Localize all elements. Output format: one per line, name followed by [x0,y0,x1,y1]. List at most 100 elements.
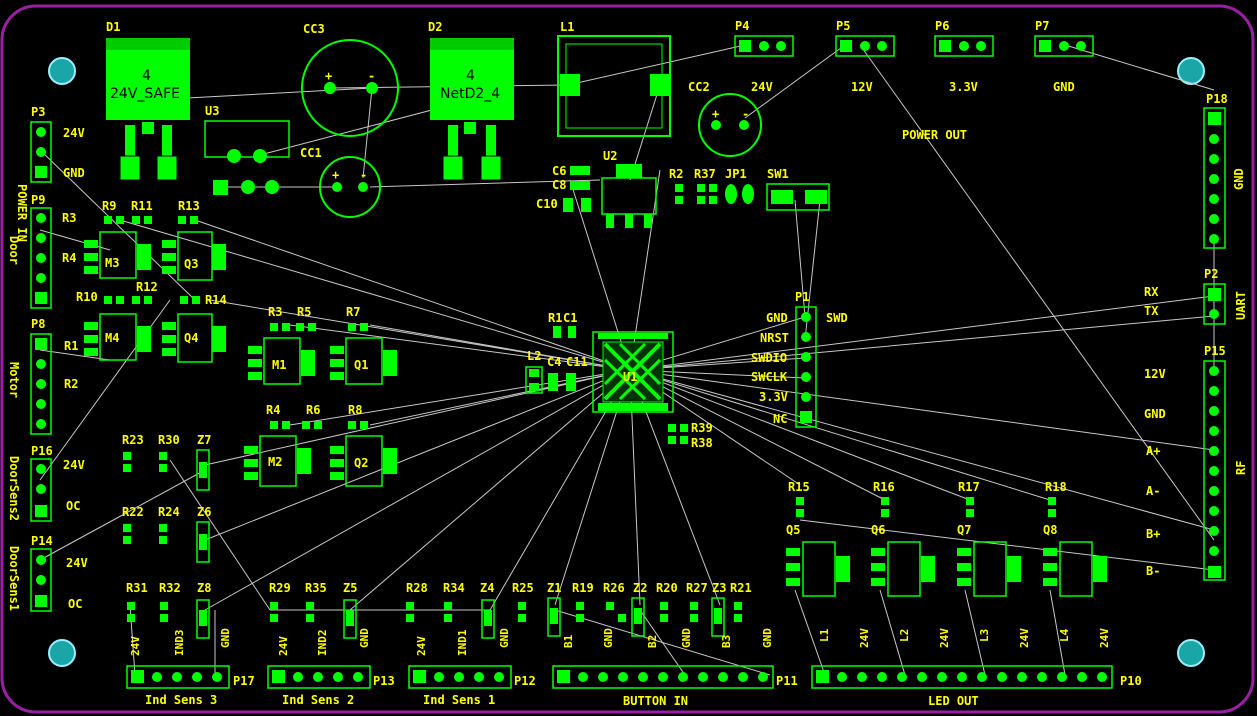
mosfet-m4[interactable]: M4 [84,313,151,361]
led-driver-q7[interactable]: Q7 R17 [957,480,1021,597]
header-p12[interactable]: P12 Ind Sens 1 24V IND1 GND [408,628,536,707]
p9-title: Door [7,236,21,265]
button-parts[interactable]: R25 Z1 R19 R26 Z2 R20 R27 Z3 R21 [512,581,752,637]
svg-text:BUTTON IN: BUTTON IN [623,694,688,708]
svg-text:Q6: Q6 [871,523,885,537]
c4-ref: C4 [547,355,561,369]
svg-text:24V: 24V [938,628,951,648]
transistor-q2[interactable]: Q2 [330,435,397,487]
switch-sw1[interactable]: SW1 [766,167,830,211]
header-p15[interactable]: P15 RF 12V GND A+ A- B+ B- [1144,344,1248,581]
jp1-ref: JP1 [725,167,747,181]
diode-d1[interactable]: D1 4 24V_SAFE [106,20,190,181]
d2-ref: D2 [428,20,442,34]
header-p8[interactable]: P8 Motor [7,317,52,435]
mosfet-m2[interactable]: M2 [244,435,311,487]
svg-text:Ind Sens 3: Ind Sens 3 [145,693,217,707]
header-p18[interactable]: P18 GND [1203,92,1246,249]
svg-text:B2: B2 [646,635,659,648]
svg-text:P12: P12 [514,674,536,688]
led-driver-q5[interactable]: Q5 R15 [786,480,850,597]
diode-d2[interactable]: D2 4 NetD2_4 [428,20,514,181]
svg-text:R14: R14 [205,293,227,307]
svg-text:R25: R25 [512,581,534,595]
p7-ref: P7 [1035,19,1049,33]
svg-text:IND1: IND1 [456,629,469,656]
mcu-u1[interactable]: U1 [592,331,674,413]
swd-gnd: GND [766,311,788,325]
rf-a-minus: A- [1146,484,1160,498]
mosfet-m3[interactable]: M3 [84,231,151,279]
header-p6[interactable]: P6 3.3V [934,19,994,94]
svg-text:R24: R24 [158,505,180,519]
transistor-q3[interactable]: Q3 [162,231,226,281]
svg-text:GND: GND [358,628,371,648]
svg-text:Q8: Q8 [1043,523,1057,537]
header-p14[interactable]: P14 DoorSens1 24V OC [7,534,88,612]
header-p5[interactable]: P5 12V [835,19,895,94]
header-p13[interactable]: P13 Ind Sens 2 24V IND2 GND [267,628,395,707]
p1-title: SWD [826,311,848,325]
svg-text:GND: GND [680,628,693,648]
resistor-pads-mid[interactable]: R3 R5 R7 R4 R6 R8 [266,305,368,429]
svg-text:R20: R20 [656,581,678,595]
header-p10[interactable]: P10 LED OUT L1 24V L2 24V L3 24V L4 24V [811,628,1142,708]
p3-gnd: GND [63,166,85,180]
resistor-pads-upper[interactable]: R9 R11 R13 R10 R12 R14 [76,199,227,307]
capacitor-cc1[interactable]: CC1 + - [300,146,381,218]
header-p7[interactable]: P7 GND [1034,19,1094,94]
transistor-q4[interactable]: Q4 [162,313,226,363]
caps-c6-c8-c10[interactable]: C6 C8 C10 [536,164,591,212]
led-driver-q8[interactable]: Q8 R18 [1043,480,1107,597]
header-p4[interactable]: P4 24V [734,19,794,94]
svg-text:P11: P11 [776,674,798,688]
transistor-q1[interactable]: Q1 [330,337,397,385]
capacitor-cc3[interactable]: CC3 + - [301,22,399,137]
header-p16[interactable]: P16 DoorSens2 24V OC [7,444,85,522]
svg-text:Z8: Z8 [197,581,211,595]
mounting-holes [48,57,1205,667]
p5-ref: P5 [836,19,850,33]
svg-text:R18: R18 [1045,480,1067,494]
svg-text:R26: R26 [603,581,625,595]
power-out-12v: 12V [851,80,873,94]
q2-ref: Q2 [354,456,368,470]
svg-text:B1: B1 [562,634,575,648]
regulator-u2[interactable]: U2 [601,149,657,228]
resistors-r38-r39[interactable]: R39 R38 [668,421,713,450]
header-p9[interactable]: P9 Door [7,193,52,309]
ind-sense-parts[interactable]: R31 R32 Z8 R29 R35 Z5 R28 R34 Z4 [126,581,495,639]
door-sense-parts[interactable]: R23 R30 Z7 R22 R24 Z6 [122,433,211,563]
power-resistors[interactable]: R2 R37 [669,167,717,204]
svg-text:GND: GND [602,628,615,648]
svg-text:R27: R27 [686,581,708,595]
header-p1[interactable]: P1 SWD GND NRST SWDIO SWCLK 3.3V NC [751,290,848,428]
header-p17[interactable]: P17 Ind Sens 3 24V IND3 GND [126,628,255,707]
header-p3[interactable]: P3 POWER IN 24V GND [15,105,85,242]
mounting-hole [1177,639,1205,667]
p16-oc: OC [66,499,80,513]
svg-text:24V: 24V [1098,628,1111,648]
header-p11[interactable]: P11 BUTTON IN B1 GND B2 GND B3 GND [552,628,798,708]
svg-text:R16: R16 [873,480,895,494]
inductor-l1[interactable]: L1 [557,20,671,137]
regulator-u3[interactable]: U3 [204,104,290,195]
capacitor-cc2[interactable]: CC2 + - [688,80,762,157]
rf-gnd: GND [1144,407,1166,421]
p8-ref: P8 [31,317,45,331]
power-out-title: POWER OUT [902,128,967,142]
cc3-minus: - [368,69,375,83]
svg-text:R8: R8 [348,403,362,417]
m3-ref: M3 [105,256,119,270]
led-driver-q6[interactable]: Q6 R16 [871,480,935,597]
m4-ref: M4 [105,331,119,345]
mounting-hole [48,639,76,667]
c11-ref: C11 [566,355,588,369]
mosfet-m1[interactable]: M1 [248,337,315,385]
mounting-hole [48,57,76,85]
mcu-passives[interactable]: R1 C1 L2 C4 C11 [525,311,588,394]
jumper-jp1[interactable]: JP1 [725,167,754,204]
cc2-plus: + [712,107,719,121]
header-p2[interactable]: P2 UART RX TX [1144,267,1248,325]
c1-ref: C1 [563,311,577,325]
